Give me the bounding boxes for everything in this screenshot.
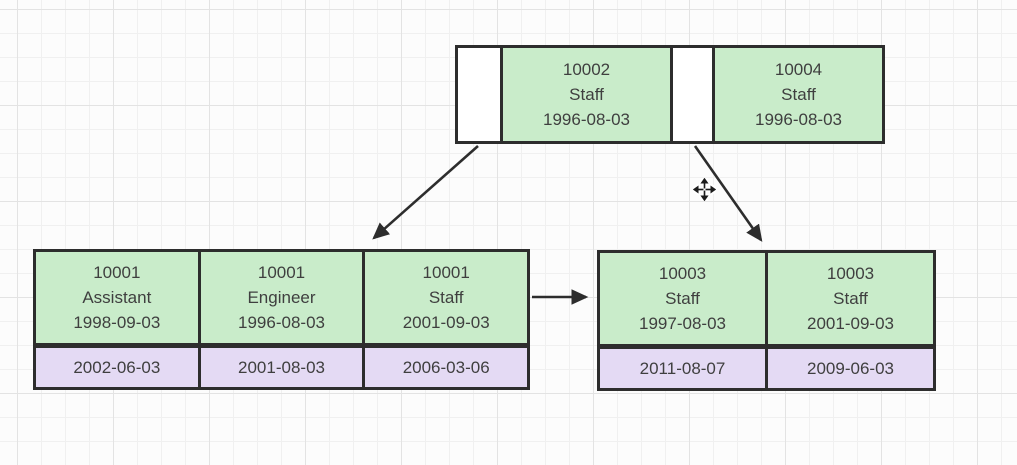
record-from-date: 1996-08-03 [543,110,630,129]
record-from-date: 1996-08-03 [755,110,842,129]
record-id: 10004 [774,60,823,79]
record-from-date: 2001-09-03 [807,314,894,333]
root-key-cell[interactable]: 10002 Staff 1996-08-03 [500,48,670,141]
index-root-node[interactable]: 10002 Staff 1996-08-03 10004 Staff 1996-… [455,45,885,144]
record-title: Staff [665,289,700,308]
record-title: Assistant [82,288,152,307]
record-id: 10003 [826,264,875,283]
child-pointer-cell[interactable] [670,48,712,141]
record-to-date: 2009-06-03 [807,359,894,378]
edge-root-to-right-leaf [693,145,763,242]
record-to-date: 2002-06-03 [73,358,161,377]
leaf-value-cell[interactable]: 2006-03-06 [362,348,528,387]
record-title: Staff [833,289,868,308]
leaf-key-row: 10001 Assistant 1998-09-03 10001 Enginee… [33,249,530,346]
record-title: Engineer [247,288,316,307]
record-id: 10002 [562,60,611,79]
record-from-date: 2001-09-03 [402,313,490,332]
record-title: Staff [428,288,464,307]
record-to-date: 2006-03-06 [402,358,490,377]
record-id: 10001 [257,263,306,282]
leaf-key-cell[interactable]: 10001 Engineer 1996-08-03 [197,252,363,343]
leaf-key-cell[interactable]: 10003 Staff 2001-09-03 [765,253,933,344]
leaf-key-cell[interactable]: 10001 Staff 2001-09-03 [362,252,528,343]
move-cursor-icon [691,176,718,206]
leaf-key-cell[interactable]: 10001 Assistant 1998-09-03 [36,252,198,343]
record-to-date: 2011-08-07 [639,359,726,378]
record-id: 10001 [93,263,141,282]
leaf-value-row: 2002-06-03 2001-08-03 2006-03-06 [33,346,530,390]
record-title: Staff [781,85,816,104]
record-id: 10001 [422,263,470,282]
child-pointer-cell[interactable] [458,48,500,141]
record-id: 10003 [658,264,707,283]
leaf-value-cell[interactable]: 2011-08-07 [600,349,765,388]
root-node-row: 10002 Staff 1996-08-03 10004 Staff 1996-… [455,45,885,144]
record-from-date: 1997-08-03 [639,314,726,333]
leaf-key-row: 10003 Staff 1997-08-03 10003 Staff 2001-… [597,250,936,347]
record-from-date: 1996-08-03 [238,313,325,332]
leaf-value-row: 2011-08-07 2009-06-03 [597,347,936,391]
leaf-value-cell[interactable]: 2002-06-03 [36,348,198,387]
leaf-node-right[interactable]: 10003 Staff 1997-08-03 10003 Staff 2001-… [597,250,936,391]
leaf-node-left[interactable]: 10001 Assistant 1998-09-03 10001 Enginee… [33,249,530,390]
edge-root-to-left-leaf [372,145,479,240]
leaf-key-cell[interactable]: 10003 Staff 1997-08-03 [600,253,765,344]
root-key-cell[interactable]: 10004 Staff 1996-08-03 [712,48,882,141]
leaf-value-cell[interactable]: 2009-06-03 [765,349,933,388]
record-from-date: 1998-09-03 [73,313,161,332]
leaf-value-cell[interactable]: 2001-08-03 [197,348,363,387]
record-title: Staff [569,85,604,104]
record-to-date: 2001-08-03 [238,358,325,377]
